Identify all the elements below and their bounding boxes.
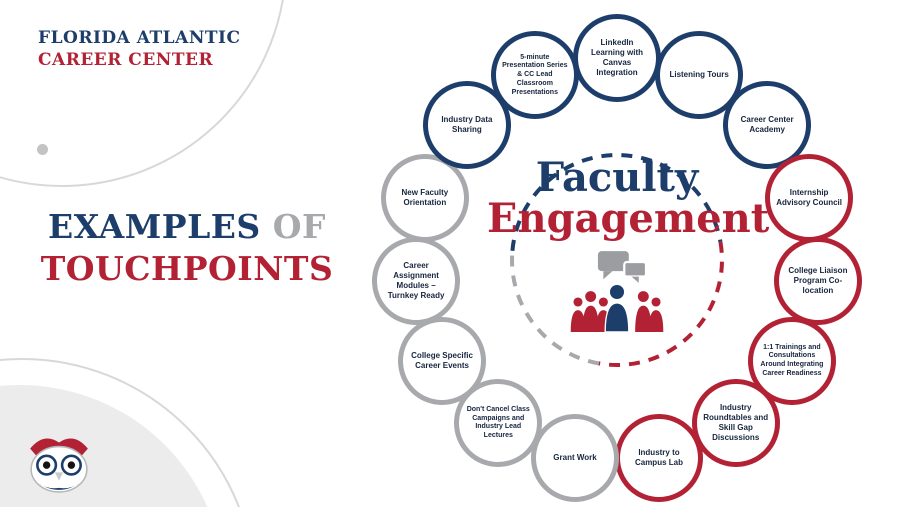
touchpoint-label: 5-minute Presentation Series & CC Lead C… [502, 53, 568, 96]
fau-owl-logo [26, 428, 92, 494]
dash-arc-gray [510, 250, 600, 366]
title-examples: EXAMPLES [48, 207, 261, 246]
dash-arc-red [598, 241, 724, 367]
touchpoint-node: Grant Work [531, 413, 619, 502]
title-touchpoints: TOUCHPOINTS [40, 249, 334, 288]
touchpoint-node: Career Center Academy [723, 80, 812, 169]
touchpoint-node: College Specific Career Events [398, 317, 487, 405]
touchpoint-node: Internship Advisory Council [765, 153, 854, 242]
touchpoint-node: New Faculty Orientation [380, 153, 469, 242]
touchpoint-label: Don't Cancel Class Campaigns and Industr… [466, 405, 530, 440]
dash-arc-navy [510, 153, 723, 251]
brand-florida-atlantic: FLORIDA ATLANTIC [38, 28, 241, 48]
page-title: EXAMPLES OF TOUCHPOINTS [22, 207, 352, 288]
touchpoint-label: College Liaison Program Co-location [788, 266, 848, 296]
owl-icon [30, 438, 88, 493]
touchpoint-label: Career Center Academy [740, 114, 794, 134]
center-title-faculty: Faculty [535, 154, 699, 201]
touchpoint-label: Grant Work [553, 452, 597, 462]
center-title-engagement: Engagement [487, 194, 770, 242]
touchpoint-node: Industry Data Sharing [422, 80, 511, 169]
brand-header: FLORIDA ATLANTIC CAREER CENTER [38, 28, 241, 70]
touchpoint-node: Career Assignment Modules – Turnkey Read… [372, 237, 461, 326]
brand-career-center: CAREER CENTER [38, 50, 214, 70]
touchpoint-label: New Faculty Orientation [401, 187, 449, 207]
touchpoint-label: LinkedIn Learning with Canvas Integratio… [591, 38, 643, 77]
touchpoint-node: Industry Roundtables and Skill Gap Discu… [691, 379, 780, 468]
title-of: OF [272, 207, 326, 246]
touchpoint-node: 5-minute Presentation Series & CC Lead C… [490, 31, 579, 120]
touchpoint-label: Industry to Campus Lab [634, 447, 683, 467]
touchpoint-node: Industry to Campus Lab [614, 413, 703, 502]
touchpoint-label: Career Assignment Modules – Turnkey Read… [387, 261, 445, 301]
touchpoint-label: Industry Data Sharing [441, 114, 493, 134]
touchpoint-label: College Specific Career Events [411, 351, 473, 370]
touchpoint-label: Industry Roundtables and Skill Gap Discu… [703, 403, 769, 443]
touchpoint-node: College Liaison Program Co-location [773, 237, 862, 326]
touchpoint-label: Internship Advisory Council [776, 187, 842, 207]
audience-chat-icon [570, 250, 664, 333]
touchpoint-label: 1:1 Trainings and Consultations Around I… [760, 343, 824, 377]
touchpoint-node: LinkedIn Learning with Canvas Integratio… [573, 14, 661, 102]
decorative-dot [37, 144, 48, 155]
diagram-center: Faculty Engagement [487, 154, 770, 339]
touchpoint-label: Listening Tours [669, 70, 729, 80]
